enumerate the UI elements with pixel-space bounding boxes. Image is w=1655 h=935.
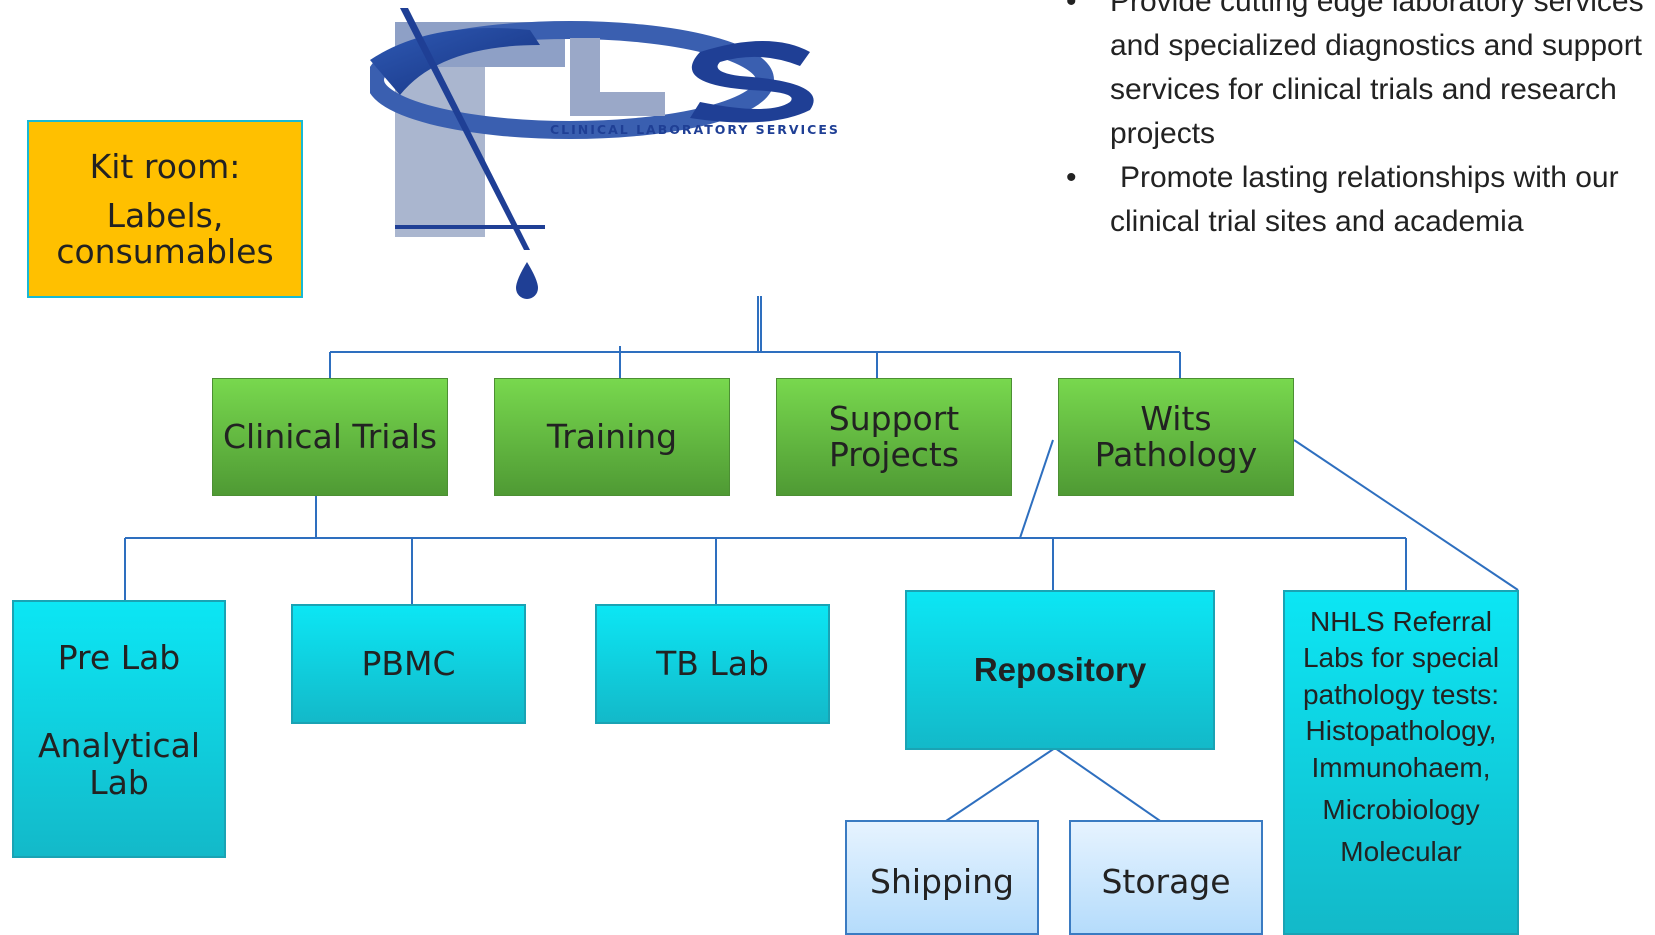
division-training: Training xyxy=(494,378,730,496)
division-label-line2: Projects xyxy=(828,435,960,474)
kit-room-line-consumables: consumables xyxy=(56,231,274,271)
kit-room-title: Kit room: xyxy=(89,146,241,186)
repository-shipping: Shipping xyxy=(845,820,1039,935)
lab-repository: Repository xyxy=(905,590,1215,750)
division-label-line1: Support xyxy=(828,398,960,438)
division-wits-pathology: Wits Pathology xyxy=(1058,378,1294,496)
analytical-lab-label-line2: Lab xyxy=(89,762,149,802)
cls-logo-graphic: CLINICAL LABORATORY SERVICES xyxy=(366,8,840,299)
mission-text: Provide cutting edge laboratory services… xyxy=(1110,0,1644,150)
division-support-projects: Support Projects xyxy=(776,378,1012,496)
storage-label: Storage xyxy=(1101,862,1231,901)
lab-pbmc: PBMC xyxy=(291,604,526,724)
nhls-line: Histopathology, xyxy=(1305,715,1497,747)
pre-lab-label: Pre Lab xyxy=(57,638,181,677)
logo-tagline: CLINICAL LABORATORY SERVICES xyxy=(550,122,840,137)
nhls-line: NHLS Referral xyxy=(1309,606,1493,637)
division-label: Training xyxy=(546,416,678,456)
mission-bullet: • Provide cutting edge laboratory servic… xyxy=(1066,0,1655,156)
division-label-line2: Pathology xyxy=(1094,435,1258,474)
nhls-line: Microbiology xyxy=(1322,793,1480,825)
bullet-icon: • xyxy=(1066,161,1077,194)
nhls-line: pathology tests: xyxy=(1302,678,1500,710)
mission-bullet: • Promote lasting relationships with our… xyxy=(1066,156,1655,244)
mission-bullets: • Provide cutting edge laboratory servic… xyxy=(1066,0,1655,244)
repository-storage: Storage xyxy=(1069,820,1263,935)
nhls-line: Molecular xyxy=(1340,836,1462,868)
cls-logo: CLINICAL LABORATORY SERVICES xyxy=(366,0,990,310)
tb-lab-label: TB Lab xyxy=(656,643,769,683)
lab-pre-analytical: Pre Lab Analytical Lab xyxy=(12,600,226,858)
division-label-line1: Wits xyxy=(1140,398,1212,438)
pbmc-label: PBMC xyxy=(361,643,456,683)
nhls-line: Labs for special xyxy=(1302,642,1500,674)
kit-room-line-labels: Labels, xyxy=(106,196,224,236)
shipping-label: Shipping xyxy=(870,862,1014,901)
division-clinical-trials: Clinical Trials xyxy=(212,378,448,496)
repository-label: Repository xyxy=(973,650,1147,688)
lab-tb: TB Lab xyxy=(595,604,830,724)
division-label: Clinical Trials xyxy=(222,416,438,456)
kit-room-box: Kit room: Labels, consumables xyxy=(27,120,303,298)
bullet-icon: • xyxy=(1066,0,1077,18)
analytical-lab-label-line1: Analytical xyxy=(37,726,201,766)
nhls-line: Immunohaem, xyxy=(1311,751,1491,783)
lab-nhls-referral: NHLS Referral Labs for special pathology… xyxy=(1283,590,1519,935)
mission-text: Promote lasting relationships with our c… xyxy=(1110,161,1619,238)
